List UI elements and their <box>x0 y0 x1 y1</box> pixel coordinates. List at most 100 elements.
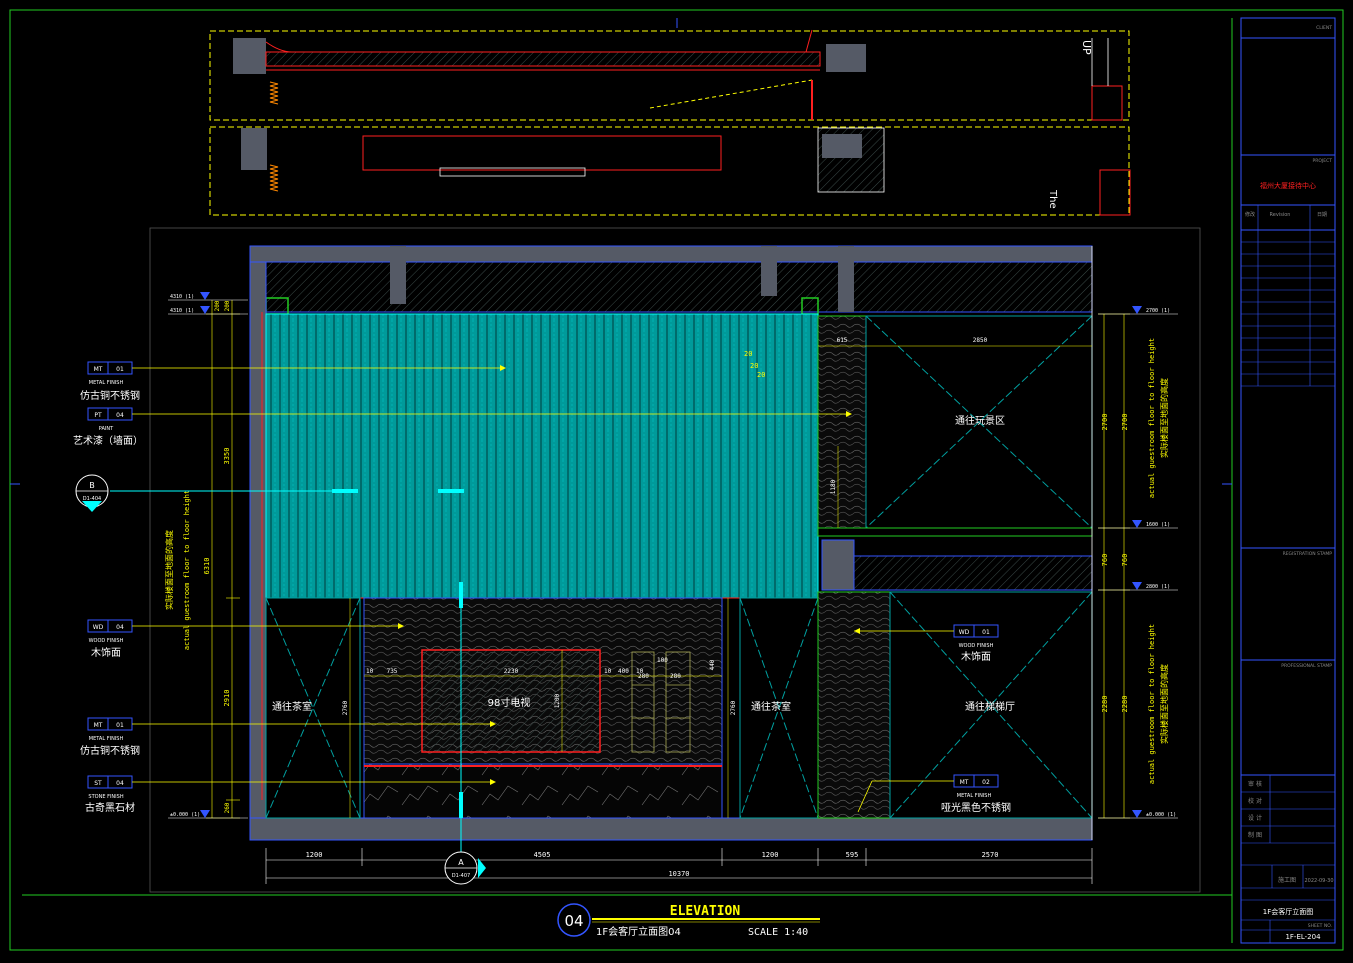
project-name: 福州大厦接待中心 <box>1260 181 1316 190</box>
dim-bottom-2: 4505 <box>534 851 551 859</box>
section-b-letter: B <box>89 481 95 490</box>
note-left-cn: 实际楼面至地面的高度 <box>164 530 174 610</box>
level-top-right: 2700 (1) <box>1146 308 1170 314</box>
dim-left-top-1: 200 <box>214 300 221 311</box>
level-top-left-2: 4310 (1) <box>170 308 194 314</box>
section-mark-b <box>75 474 464 512</box>
mat-5-num: 04 <box>116 780 124 787</box>
note-right-en-top: actual guestroom floor to floor height <box>1148 338 1156 498</box>
phase-label: 施工图 <box>1278 876 1296 884</box>
mat-1-num: 01 <box>116 366 124 373</box>
drawing-subtitle: 1F会客厅立面图04 <box>596 925 681 938</box>
date-label: 日期 <box>1317 212 1327 218</box>
dim-tv-row-1: 10 <box>366 668 374 675</box>
dim-total: 10370 <box>668 870 689 878</box>
plan-view-lower: The <box>209 126 1131 216</box>
section-a-ref: D1-407 <box>452 873 470 879</box>
feature-wall-panel <box>265 313 819 599</box>
mat-2-code: PT <box>94 412 102 419</box>
level-bottom-right: ±0.000 (1) <box>1146 812 1176 818</box>
dim-niche-2: 280 <box>638 673 649 680</box>
dim-tv-row-4: 10 <box>604 668 612 675</box>
dimensions-left <box>206 300 240 819</box>
mid-beam-trim <box>817 527 1093 537</box>
mat-6-code: WD <box>959 629 970 636</box>
date-value: 2022-09-30 <box>1304 878 1333 884</box>
left-column <box>249 261 267 823</box>
dim-1180: 1180 <box>830 479 837 494</box>
professional-stamp: PROFESSIONAL STAMP <box>1281 663 1332 669</box>
project-label: PROJECT <box>1313 158 1333 164</box>
mat-4-code: MT <box>94 722 103 729</box>
mat-3-num: 04 <box>116 624 124 631</box>
mat-2-cn: 艺术漆（墙面） <box>73 434 143 447</box>
mat-5-en: STONE FINISH <box>88 794 123 800</box>
drawing-scale: SCALE 1:40 <box>748 927 808 938</box>
floor-slab <box>249 817 1093 841</box>
checked-label: 校 对 <box>1248 797 1262 805</box>
stone-base <box>363 763 723 819</box>
dim-left-upper: 3350 <box>223 448 231 465</box>
dim-bottom-1: 1200 <box>306 851 323 859</box>
drawing-title: 1F会客厅立面图 <box>1263 907 1313 916</box>
designed-label: 设 计 <box>1248 814 1262 822</box>
dim-right-mid-1: 760 <box>1101 554 1109 567</box>
section-a-letter: A <box>458 858 464 867</box>
dim-right-mid-2: 760 <box>1121 554 1129 567</box>
dim-left-lower: 2910 <box>223 690 231 707</box>
dim-bottom-3: 1200 <box>762 851 779 859</box>
approved-label: 审 核 <box>1248 780 1262 788</box>
mat-4-en: METAL FINISH <box>89 736 124 742</box>
mat-7-code: MT <box>960 779 969 786</box>
dim-tv-row-2: 735 <box>387 668 398 675</box>
mid-beam-column <box>821 539 855 591</box>
material-callouts <box>87 361 999 813</box>
plan-view-top: UP <box>209 29 1130 121</box>
dim-bottom-4: 595 <box>846 851 859 859</box>
mat-4-num: 01 <box>116 722 124 729</box>
dim-door-right: 2760 <box>730 700 737 715</box>
drawing-title-block <box>557 903 820 937</box>
note-left-en: actual guestroom floor to floor height <box>183 490 191 650</box>
wood-pillar-lower <box>817 591 891 819</box>
mat-2-num: 04 <box>116 412 124 419</box>
mat-6-en: WOOD FINISH <box>959 643 994 649</box>
drawn-label: 制 图 <box>1248 831 1262 839</box>
mat-3-code: WD <box>93 624 104 631</box>
room-tea-right: 通往茶室 <box>751 700 791 713</box>
tv-screen <box>421 649 601 753</box>
dim-right-upper-1: 2700 <box>1101 414 1109 431</box>
outer-frame <box>9 9 1344 951</box>
wood-pillar-upper <box>817 315 867 529</box>
sheet-label: SHEET NO. <box>1308 923 1332 929</box>
level-top-left-1: 4310 (1) <box>170 294 194 300</box>
dim-tv-row-6: 10 <box>636 668 644 675</box>
mat-2-en: PAINT <box>99 426 114 432</box>
drawing-number: 04 <box>564 912 583 930</box>
mat-6-num: 01 <box>982 629 990 636</box>
mat-7-cn: 哑光黑色不锈钢 <box>941 801 1011 814</box>
note-right-cn-top: 实际楼面至地面的高度 <box>1159 378 1169 458</box>
dim-right-lower-1: 2280 <box>1101 696 1109 713</box>
registration-stamp: REGISTRATION STAMP <box>1283 551 1333 557</box>
room-lift-hall: 通往梯梯厅 <box>965 700 1015 713</box>
dim-tv-height: 1200 <box>554 693 561 708</box>
dim-top-615: 615 <box>837 337 848 344</box>
mat-7-num: 02 <box>982 779 990 786</box>
level-mid-right-b: 2800 (1) <box>1146 584 1170 590</box>
room-play-area: 通往玩景区 <box>955 414 1005 427</box>
dim-small-2: 20 <box>750 362 758 370</box>
client-label: CLIENT <box>1316 25 1332 31</box>
level-bottom-left: ±0.000 (1) <box>170 812 200 818</box>
revision-label: 修改 <box>1245 211 1255 218</box>
dim-niche-1: 100 <box>657 657 668 664</box>
mat-3-en: WOOD FINISH <box>89 638 124 644</box>
dimensions-internal <box>349 345 1092 818</box>
section-b-ref: D1-404 <box>83 496 101 502</box>
section-mark-a <box>444 582 486 885</box>
dim-tv-row-5: 400 <box>618 668 629 675</box>
plan-side-text: The <box>1047 189 1058 209</box>
note-right-en-bottom: actual guestroom floor to floor height <box>1148 624 1156 784</box>
